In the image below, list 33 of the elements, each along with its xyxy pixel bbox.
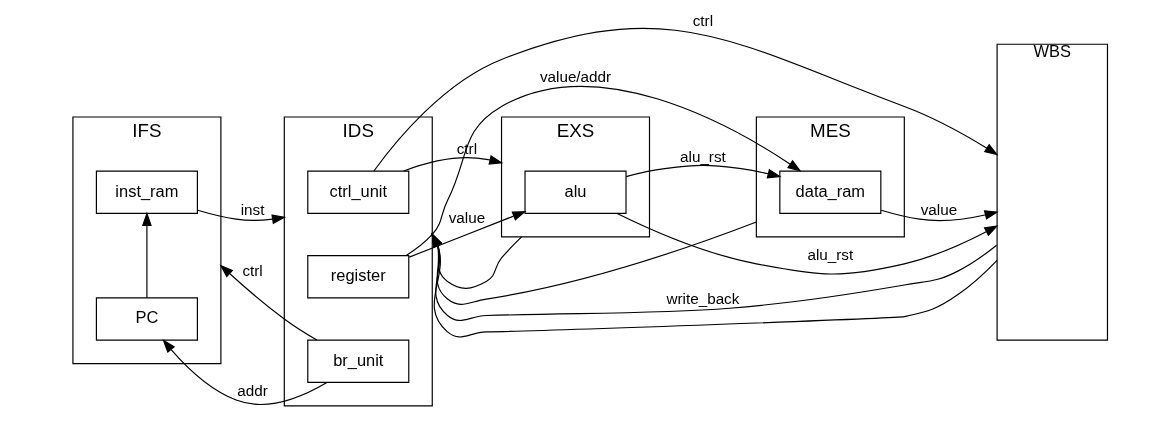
arrow bbox=[880, 209, 999, 221]
edge-label: addr bbox=[237, 381, 268, 399]
arrow bbox=[373, 27, 999, 172]
arrow bbox=[431, 232, 998, 338]
arrow bbox=[405, 85, 802, 256]
arrow bbox=[141, 211, 152, 298]
edge-label: alu_rst bbox=[807, 245, 854, 263]
node-box: alu bbox=[524, 169, 627, 214]
edge-label: write_back bbox=[666, 289, 740, 307]
node-box: PC bbox=[95, 296, 198, 341]
edge-label: ctrl bbox=[692, 11, 714, 29]
arrow bbox=[616, 212, 999, 275]
node-box: inst_ram bbox=[95, 169, 198, 214]
arrow bbox=[162, 338, 328, 405]
arrow bbox=[403, 154, 504, 172]
node-box: ctrl_unit bbox=[307, 169, 410, 214]
arrow bbox=[431, 232, 523, 289]
edge-label: value/addr bbox=[539, 67, 612, 85]
node-box: register bbox=[307, 254, 410, 298]
arrow bbox=[431, 232, 998, 321]
arrow bbox=[408, 210, 527, 258]
edge-label: value bbox=[448, 208, 486, 226]
arrow bbox=[219, 263, 318, 341]
node-box: data_ram bbox=[779, 169, 882, 214]
node-box: WBS bbox=[996, 43, 1109, 341]
edge-label: inst bbox=[240, 200, 265, 218]
arrow bbox=[431, 220, 757, 305]
edge-label: value bbox=[920, 200, 958, 218]
edge-label: alu_rst bbox=[680, 147, 726, 165]
arrow bbox=[197, 209, 287, 224]
edge-label: ctrl bbox=[242, 261, 263, 279]
arrow bbox=[625, 164, 782, 178]
node-box: br_unit bbox=[307, 339, 410, 383]
